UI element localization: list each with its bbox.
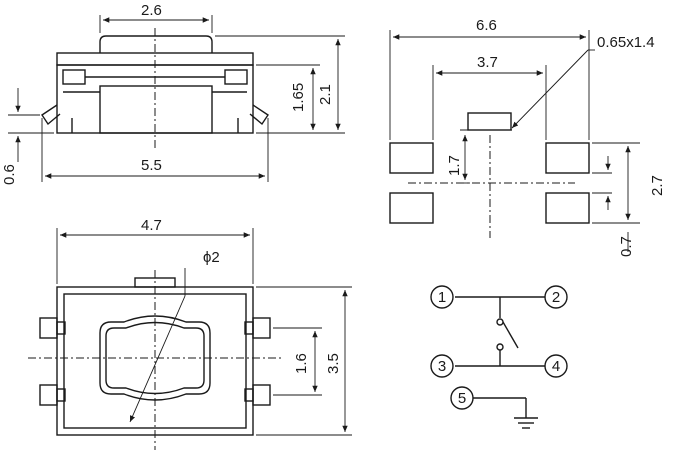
pin-4: 4 xyxy=(544,354,568,378)
pin-5: 5 xyxy=(450,386,474,410)
pin-1-label: 1 xyxy=(438,289,446,306)
pin-2: 2 xyxy=(544,285,568,309)
top-inner-pitch-label: 1.6 xyxy=(293,353,310,374)
schematic xyxy=(455,296,545,429)
top-height-label: 3.5 xyxy=(325,353,342,374)
pin-3-label: 3 xyxy=(438,358,446,375)
button-diameter-label: ϕ2 xyxy=(203,249,220,266)
side-top-width-label: 2.6 xyxy=(141,2,162,19)
footprint-pad-height-label: 0.7 xyxy=(618,236,635,257)
pin-3: 3 xyxy=(430,354,454,378)
footprint-span-label: 6.6 xyxy=(476,17,497,34)
top-width-label: 4.7 xyxy=(141,217,162,234)
pin-3-circle xyxy=(430,354,454,378)
side-width-label: 5.5 xyxy=(141,157,162,174)
footprint-vertical-pitch-label: 2.7 xyxy=(649,175,666,196)
footprint-pad-size-label: 0.65x1.4 xyxy=(597,34,655,51)
side-base-height-label: 0.6 xyxy=(1,164,18,185)
side-inner-height-label: 1.65 xyxy=(290,83,307,112)
side-total-height-label: 2.1 xyxy=(317,84,334,105)
footprint-view xyxy=(389,30,640,252)
side-view xyxy=(8,15,345,182)
pin-5-label: 5 xyxy=(458,390,466,407)
footprint-center-gap-label: 1.7 xyxy=(446,155,463,176)
pin-4-circle xyxy=(544,354,568,378)
top-view xyxy=(28,228,352,450)
pin-1-circle xyxy=(430,285,454,309)
pin-1: 1 xyxy=(430,285,454,309)
pin-5-circle xyxy=(450,386,474,410)
footprint-pad-spacing-label: 3.7 xyxy=(477,54,498,71)
pin-2-label: 2 xyxy=(552,289,560,306)
pin-2-circle xyxy=(544,285,568,309)
pin-4-label: 4 xyxy=(552,358,560,375)
